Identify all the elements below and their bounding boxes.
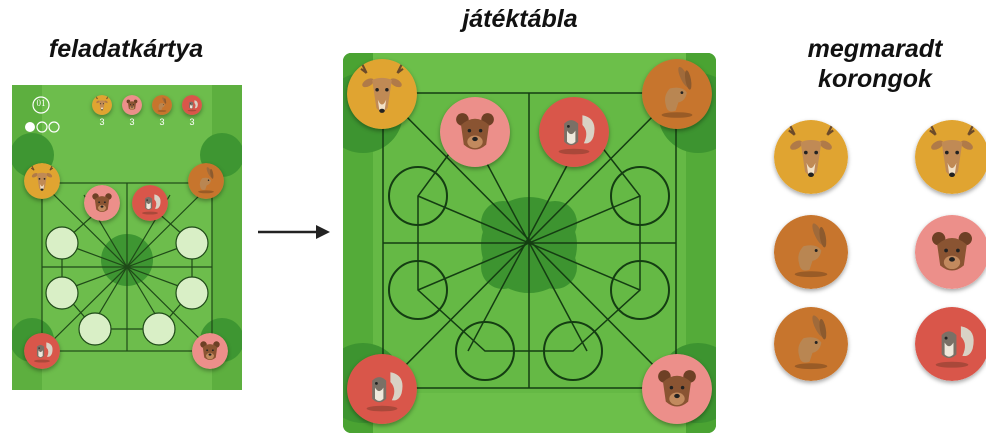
- supply-count: 3: [129, 117, 135, 127]
- difficulty-dot: [25, 122, 35, 132]
- arrow-right-icon: [258, 225, 330, 239]
- difficulty-dot: [36, 121, 48, 133]
- task-card: 01 3 3 3 3: [12, 85, 242, 390]
- hare-icon: [188, 163, 224, 199]
- hare-icon: [774, 215, 848, 289]
- squirrel-icon: [132, 185, 168, 221]
- remaining-tokens: [760, 110, 986, 435]
- deer-icon: [347, 59, 417, 129]
- squirrel-icon: [182, 95, 202, 115]
- hare-icon: [642, 59, 712, 129]
- squirrel-icon: [539, 97, 609, 167]
- bear-icon: [122, 95, 142, 115]
- card-number: 01: [36, 98, 46, 108]
- supply-count: 3: [159, 117, 165, 127]
- squirrel-icon: [24, 333, 60, 369]
- difficulty-dots: [24, 120, 64, 139]
- difficulty-dot: [48, 121, 60, 133]
- hare-icon: [152, 95, 172, 115]
- supply-count: 3: [189, 117, 195, 127]
- deer-icon: [915, 120, 986, 194]
- bear-icon: [84, 185, 120, 221]
- deer-icon: [24, 163, 60, 199]
- bear-icon: [642, 354, 712, 424]
- hare-icon: [774, 307, 848, 381]
- bear-icon: [192, 333, 228, 369]
- deer-icon: [92, 95, 112, 115]
- supply-count: 3: [99, 117, 105, 127]
- card-title: feladatkártya: [48, 35, 204, 63]
- remaining-title: megmaradt korongok: [807, 35, 943, 93]
- squirrel-icon: [347, 354, 417, 424]
- board-title: játéktábla: [462, 5, 578, 33]
- bear-icon: [915, 215, 986, 289]
- deer-icon: [774, 120, 848, 194]
- game-board: [343, 53, 716, 433]
- bear-icon: [440, 97, 510, 167]
- squirrel-icon: [915, 307, 986, 381]
